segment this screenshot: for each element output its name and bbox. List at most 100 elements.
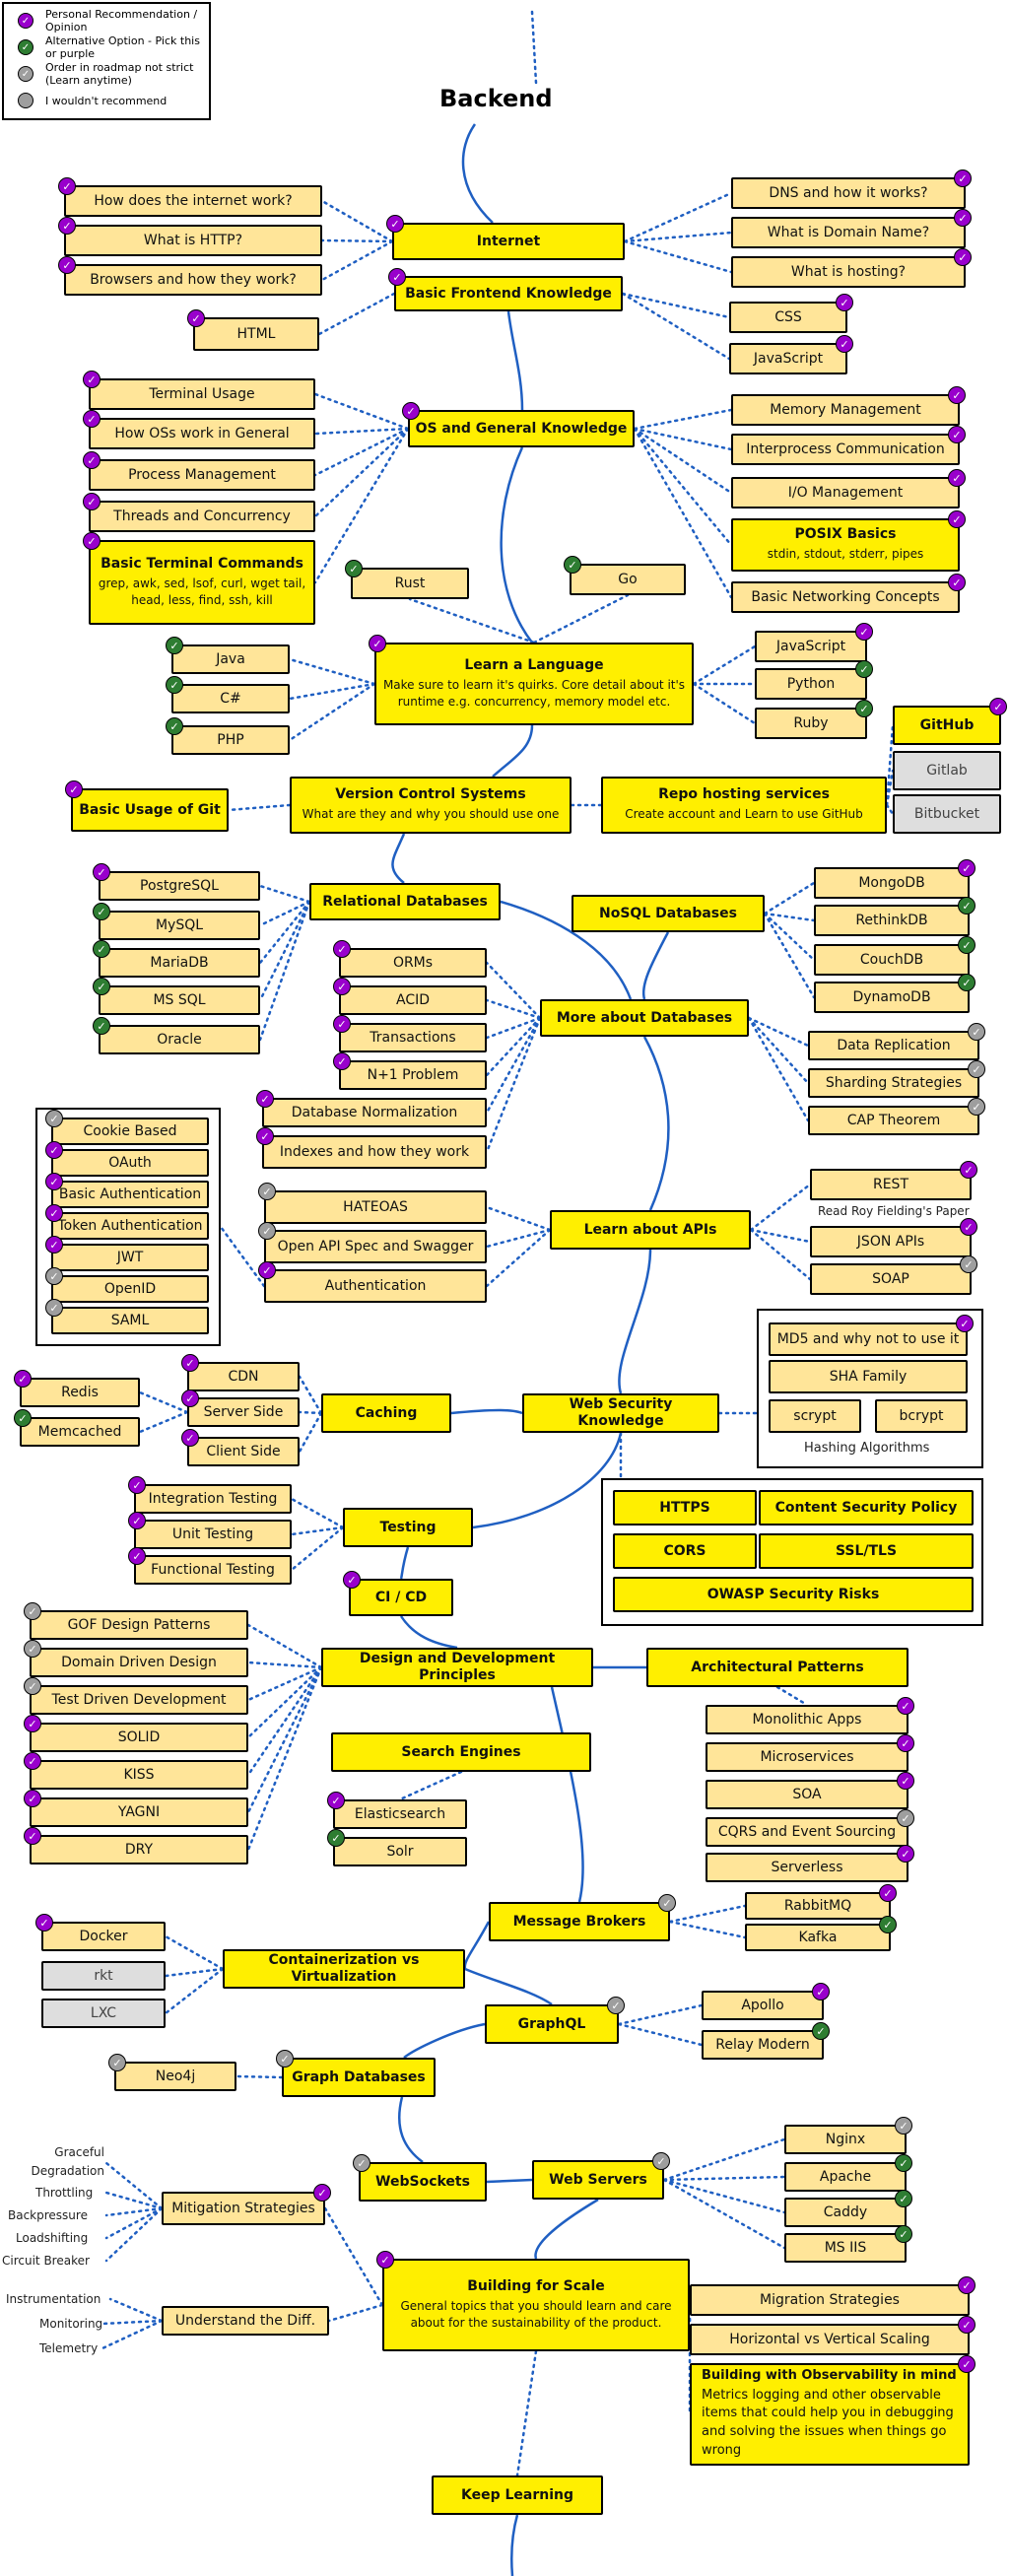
node-more-db[interactable]: More about Databases bbox=[540, 999, 749, 1037]
node-monolithic[interactable]: Monolithic Apps bbox=[706, 1705, 908, 1734]
node-saml[interactable]: SAML bbox=[51, 1307, 209, 1334]
node-authentication[interactable]: Authentication bbox=[264, 1269, 487, 1303]
node-understand-diff[interactable]: Understand the Diff. bbox=[162, 2306, 329, 2336]
node-solr[interactable]: Solr bbox=[333, 1837, 467, 1866]
node-n-plus-one[interactable]: N+1 Problem bbox=[339, 1060, 487, 1090]
node-containerization[interactable]: Containerization vs Virtualization bbox=[223, 1949, 465, 1989]
node-apollo[interactable]: Apollo bbox=[702, 1991, 824, 2020]
node-bcrypt[interactable]: bcrypt bbox=[875, 1399, 968, 1433]
node-cdn[interactable]: CDN bbox=[187, 1362, 300, 1391]
node-jwt[interactable]: JWT bbox=[51, 1244, 209, 1271]
node-javascript[interactable]: JavaScript bbox=[755, 631, 867, 662]
node-how-os[interactable]: How OSs work in General bbox=[89, 418, 315, 449]
node-rest[interactable]: REST bbox=[810, 1169, 972, 1200]
node-os[interactable]: OS and General Knowledge bbox=[408, 410, 635, 447]
node-owasp[interactable]: OWASP Security Risks bbox=[613, 1577, 974, 1612]
node-openapi[interactable]: Open API Spec and Swagger bbox=[264, 1230, 487, 1263]
node-cicd[interactable]: CI / CD bbox=[349, 1579, 453, 1616]
node-cookie-auth[interactable]: Cookie Based bbox=[51, 1118, 209, 1145]
node-acid[interactable]: ACID bbox=[339, 985, 487, 1015]
node-web-security[interactable]: Web Security Knowledge bbox=[522, 1393, 719, 1433]
node-arch-patterns[interactable]: Architectural Patterns bbox=[646, 1648, 908, 1687]
node-tdd[interactable]: Test Driven Development bbox=[30, 1685, 248, 1715]
node-html[interactable]: HTML bbox=[193, 317, 319, 351]
node-cors[interactable]: CORS bbox=[613, 1533, 757, 1569]
node-git-basic[interactable]: Basic Usage of Git bbox=[71, 788, 229, 832]
node-oracle[interactable]: Oracle bbox=[99, 1025, 260, 1054]
node-oauth[interactable]: OAuth bbox=[51, 1149, 209, 1177]
node-openid[interactable]: OpenID bbox=[51, 1275, 209, 1303]
node-how-internet[interactable]: How does the internet work? bbox=[64, 185, 322, 217]
node-msiis[interactable]: MS IIS bbox=[784, 2233, 907, 2263]
node-elasticsearch[interactable]: Elasticsearch bbox=[333, 1799, 467, 1829]
node-rkt[interactable]: rkt bbox=[41, 1961, 166, 1991]
node-mssql[interactable]: MS SQL bbox=[99, 985, 260, 1015]
node-kiss[interactable]: KISS bbox=[30, 1760, 248, 1790]
node-websockets[interactable]: WebSockets bbox=[359, 2162, 487, 2202]
node-dry[interactable]: DRY bbox=[30, 1835, 248, 1864]
node-basic-auth[interactable]: Basic Authentication bbox=[51, 1181, 209, 1208]
node-github[interactable]: GitHub bbox=[893, 706, 1001, 745]
node-serverless[interactable]: Serverless bbox=[706, 1853, 908, 1882]
node-mongodb[interactable]: MongoDB bbox=[814, 867, 970, 899]
node-client-side[interactable]: Client Side bbox=[187, 1437, 300, 1466]
node-dns[interactable]: DNS and how it works? bbox=[731, 177, 966, 209]
node-csharp[interactable]: C# bbox=[171, 684, 290, 713]
node-scaling[interactable]: Horizontal vs Vertical Scaling bbox=[690, 2324, 970, 2355]
node-soa[interactable]: SOA bbox=[706, 1780, 908, 1809]
node-docker[interactable]: Docker bbox=[41, 1922, 166, 1951]
node-memory-mgmt[interactable]: Memory Management bbox=[731, 394, 960, 426]
node-terminal-usage[interactable]: Terminal Usage bbox=[89, 378, 315, 410]
node-keep-learning[interactable]: Keep Learning bbox=[432, 2475, 603, 2515]
node-migration[interactable]: Migration Strategies bbox=[690, 2284, 970, 2316]
node-microservices[interactable]: Microservices bbox=[706, 1742, 908, 1772]
node-orms[interactable]: ORMs bbox=[339, 948, 487, 978]
node-caddy[interactable]: Caddy bbox=[784, 2198, 907, 2227]
node-scrypt[interactable]: scrypt bbox=[769, 1399, 861, 1433]
node-kafka[interactable]: Kafka bbox=[745, 1924, 891, 1951]
node-what-http[interactable]: What is HTTP? bbox=[64, 225, 322, 256]
node-cqrs[interactable]: CQRS and Event Sourcing bbox=[706, 1817, 908, 1847]
node-php[interactable]: PHP bbox=[171, 725, 290, 755]
node-threads[interactable]: Threads and Concurrency bbox=[89, 501, 315, 532]
node-apis[interactable]: Learn about APIs bbox=[550, 1210, 751, 1250]
node-lxc[interactable]: LXC bbox=[41, 1999, 166, 2028]
node-nosql[interactable]: NoSQL Databases bbox=[572, 895, 765, 932]
node-cap[interactable]: CAP Theorem bbox=[808, 1106, 979, 1135]
node-unit-testing[interactable]: Unit Testing bbox=[134, 1520, 292, 1549]
node-nginx[interactable]: Nginx bbox=[784, 2125, 907, 2154]
node-browsers[interactable]: Browsers and how they work? bbox=[64, 264, 322, 296]
node-bitbucket[interactable]: Bitbucket bbox=[893, 794, 1001, 834]
node-yagni[interactable]: YAGNI bbox=[30, 1797, 248, 1827]
node-css[interactable]: CSS bbox=[729, 302, 847, 333]
node-sha[interactable]: SHA Family bbox=[769, 1360, 968, 1393]
node-java[interactable]: Java bbox=[171, 644, 290, 674]
node-testing[interactable]: Testing bbox=[343, 1508, 473, 1547]
node-web-servers[interactable]: Web Servers bbox=[532, 2160, 664, 2200]
node-javascript-fe[interactable]: JavaScript bbox=[729, 343, 847, 374]
node-networking[interactable]: Basic Networking Concepts bbox=[731, 581, 960, 613]
node-mysql[interactable]: MySQL bbox=[99, 911, 260, 940]
node-ddd[interactable]: Domain Driven Design bbox=[30, 1648, 248, 1677]
node-rethinkdb[interactable]: RethinkDB bbox=[814, 905, 970, 936]
node-internet[interactable]: Internet bbox=[392, 223, 625, 260]
node-transactions[interactable]: Transactions bbox=[339, 1023, 487, 1052]
node-search-engines[interactable]: Search Engines bbox=[331, 1732, 591, 1772]
node-mariadb[interactable]: MariaDB bbox=[99, 948, 260, 978]
node-soap[interactable]: SOAP bbox=[810, 1263, 972, 1295]
node-csp[interactable]: Content Security Policy bbox=[759, 1490, 974, 1525]
node-caching[interactable]: Caching bbox=[321, 1393, 451, 1433]
node-rabbitmq[interactable]: RabbitMQ bbox=[745, 1892, 891, 1920]
node-replication[interactable]: Data Replication bbox=[808, 1031, 979, 1060]
node-graph-db[interactable]: Graph Databases bbox=[282, 2058, 436, 2097]
node-token-auth[interactable]: Token Authentication bbox=[51, 1212, 209, 1240]
node-relay[interactable]: Relay Modern bbox=[702, 2030, 824, 2060]
node-solid[interactable]: SOLID bbox=[30, 1723, 248, 1752]
node-dynamodb[interactable]: DynamoDB bbox=[814, 982, 970, 1013]
